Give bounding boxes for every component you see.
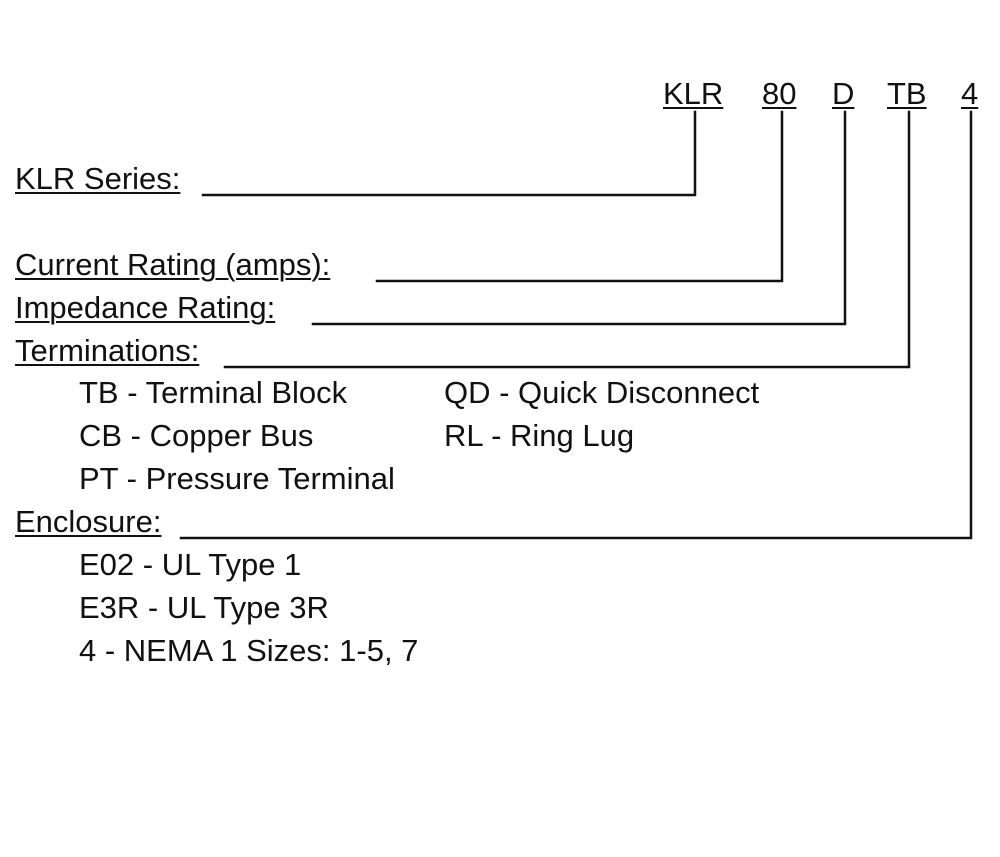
code-impedance: D [832, 76, 855, 111]
termination-option-cb: CB - Copper Bus [79, 418, 314, 453]
connector-impedance [311, 110, 847, 326]
code-enclosure: 4 [961, 76, 979, 111]
code-series: KLR [663, 76, 724, 111]
field-enclosure-label: Enclosure: [15, 504, 162, 539]
termination-option-qd: QD - Quick Disconnect [444, 375, 760, 410]
enclosure-option-e3r: E3R - UL Type 3R [79, 590, 329, 625]
field-series-label: KLR Series: [15, 161, 181, 196]
code-termination: TB [887, 76, 927, 111]
connector-termination [223, 110, 911, 369]
connector-series [201, 110, 697, 197]
connector-current [375, 110, 784, 283]
code-current: 80 [762, 76, 797, 111]
enclosure-option-nema: 4 - NEMA 1 Sizes: 1-5, 7 [79, 633, 419, 668]
field-impedance-label: Impedance Rating: [15, 290, 276, 325]
termination-option-pt: PT - Pressure Terminal [79, 461, 395, 496]
termination-option-tb: TB - Terminal Block [79, 375, 348, 410]
enclosure-option-e02: E02 - UL Type 1 [79, 547, 302, 582]
field-terminations-label: Terminations: [15, 333, 200, 368]
field-current-label: Current Rating (amps): [15, 247, 331, 282]
termination-option-rl: RL - Ring Lug [444, 418, 635, 453]
